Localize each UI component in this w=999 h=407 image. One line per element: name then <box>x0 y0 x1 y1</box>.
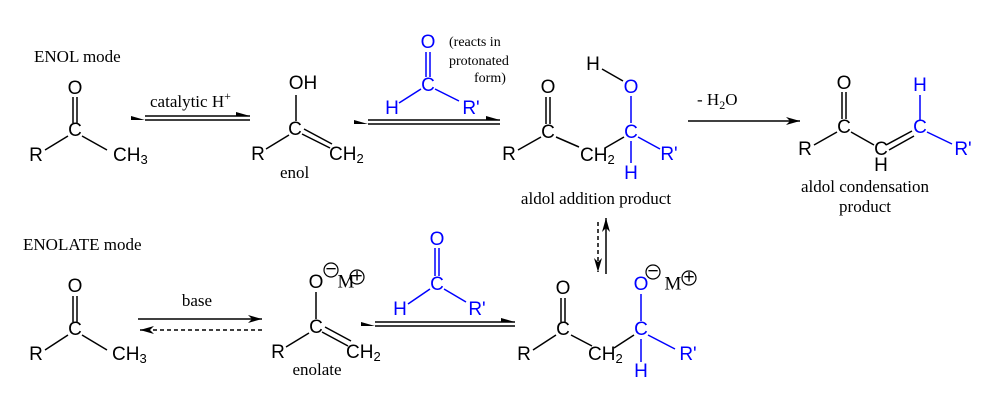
svg-text:C: C <box>874 139 888 160</box>
minus-h2o-label: - H2O <box>697 90 737 112</box>
svg-text:−: − <box>325 259 336 280</box>
svg-text:O: O <box>556 278 571 299</box>
aldol-addition-product: O C R CH2 H O C H R' aldol addition prod… <box>502 54 678 208</box>
vertical-equilibrium-arrows <box>594 218 610 274</box>
ketone-bottom: O C R CH3 <box>29 276 147 366</box>
enolate: O − M + C R CH2 enolate <box>271 259 381 379</box>
svg-text:H: H <box>634 361 648 382</box>
svg-text:+: + <box>683 267 694 288</box>
svg-text:H: H <box>393 299 407 320</box>
svg-text:H: H <box>624 163 638 184</box>
svg-text:H: H <box>913 75 927 96</box>
enol-mode-label: ENOL mode <box>34 47 121 66</box>
atom-r: R <box>29 145 43 166</box>
reacts-note-2: protonated <box>449 54 509 69</box>
svg-text:M: M <box>665 273 682 294</box>
atom-oh: OH <box>289 73 318 94</box>
base-arrows: base <box>138 291 262 334</box>
aldol-condensation-label-2: product <box>839 197 891 216</box>
enolate-label: enolate <box>292 360 341 379</box>
aldol-addition-label: aldol addition product <box>521 189 671 208</box>
svg-text:O: O <box>68 276 83 297</box>
equilibrium-arrow-enol-addition <box>354 116 500 125</box>
svg-text:C: C <box>309 317 323 338</box>
svg-text:O: O <box>624 77 639 98</box>
svg-text:C: C <box>68 319 82 340</box>
svg-text:O: O <box>634 274 649 295</box>
equilibrium-arrow-catalytic: catalytic H+ <box>131 89 250 121</box>
svg-text:R: R <box>251 144 265 165</box>
svg-text:C: C <box>430 274 444 295</box>
svg-text:R: R <box>517 344 531 365</box>
base-label: base <box>182 291 212 310</box>
svg-text:R': R' <box>468 299 485 320</box>
positive-charge-icon <box>349 269 365 285</box>
svg-text:CH2: CH2 <box>588 344 623 366</box>
enol: OH C R CH2 enol <box>251 73 364 182</box>
enolate-mode-label: ENOLATE mode <box>23 235 142 254</box>
positive-charge-icon <box>681 270 697 286</box>
atom-o: O <box>68 78 83 99</box>
catalytic-label: catalytic H+ <box>150 89 231 111</box>
enol-label: enol <box>280 163 310 182</box>
svg-text:C: C <box>913 117 927 138</box>
svg-text:C: C <box>624 122 638 143</box>
atom-ch2: CH2 <box>329 144 364 166</box>
svg-text:R: R <box>502 144 516 165</box>
svg-text:R': R' <box>954 139 971 160</box>
svg-text:R': R' <box>660 144 677 165</box>
svg-text:C: C <box>634 319 648 340</box>
negative-charge-icon <box>323 262 339 278</box>
svg-text:O: O <box>837 73 852 94</box>
svg-text:R: R <box>271 342 285 363</box>
svg-text:−: − <box>647 261 658 282</box>
svg-text:H: H <box>385 98 399 119</box>
equilibrium-arrow-enolate-addition <box>361 318 515 327</box>
svg-text:O: O <box>309 272 324 293</box>
svg-text:C: C <box>421 75 435 96</box>
negative-charge-icon <box>645 264 661 280</box>
aldol-condensation-label-1: aldol condensation <box>801 177 929 196</box>
reacts-note-3: form) <box>474 71 506 86</box>
svg-text:CH2: CH2 <box>580 145 615 167</box>
svg-text:C: C <box>556 319 570 340</box>
aldol-condensation-product: O C R C H H C R' aldol condensation prod… <box>798 73 972 216</box>
svg-text:CH2: CH2 <box>346 342 381 364</box>
svg-text:O: O <box>541 77 556 98</box>
reacts-note-1: (reacts in <box>449 35 501 50</box>
atom-c: C <box>68 120 82 141</box>
svg-text:CH3: CH3 <box>112 344 147 366</box>
svg-text:R': R' <box>679 344 696 365</box>
svg-text:O: O <box>430 229 445 250</box>
svg-text:H: H <box>586 54 600 75</box>
svg-text:C: C <box>288 119 302 140</box>
svg-text:H: H <box>874 155 888 176</box>
svg-text:O: O <box>421 32 436 53</box>
ketone-top: O C R CH3 <box>29 78 148 167</box>
svg-text:R': R' <box>462 98 479 119</box>
dehydration-arrow: - H2O <box>688 90 800 125</box>
svg-text:R: R <box>798 139 812 160</box>
svg-text:+: + <box>351 266 362 287</box>
aldehyde-top: O C H R' (reacts in protonated form) <box>385 32 509 119</box>
aldehyde-bottom: O C H R' <box>393 229 486 320</box>
svg-text:R: R <box>29 344 43 365</box>
svg-text:C: C <box>837 117 851 138</box>
atom-ch3: CH3 <box>113 145 148 167</box>
alkoxide-addition-product: O C R CH2 O − M + C H R' <box>517 261 697 382</box>
svg-text:C: C <box>541 122 555 143</box>
